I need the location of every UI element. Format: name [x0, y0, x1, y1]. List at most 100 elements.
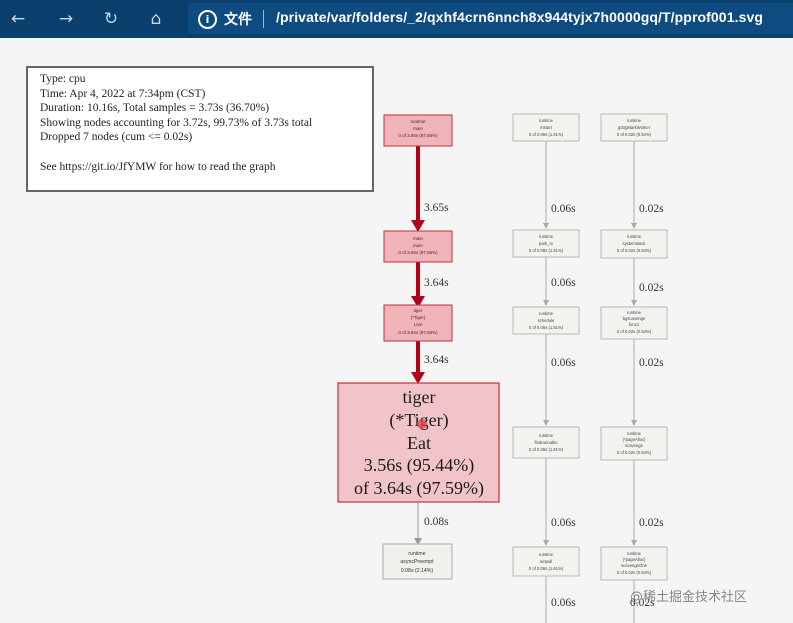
svg-text:runtime: runtime [410, 119, 426, 124]
edge-label: 3.64s [424, 354, 449, 366]
info-icon[interactable]: i [198, 10, 217, 29]
file-scheme-label: 文件 [224, 12, 252, 28]
edge-label: 0.02s [630, 597, 655, 609]
edge-label: 0.08s [424, 516, 449, 528]
edge-label: 0.06s [551, 517, 576, 529]
svg-text:tiger: tiger [414, 308, 423, 313]
node-tiger-eat[interactable]: tiger (*Tiger) Eat 3.56s (95.44%) of 3.6… [337, 382, 500, 503]
svg-text:schedule: schedule [538, 318, 555, 323]
svg-text:0 of 0.02s (0.54%): 0 of 0.02s (0.54%) [617, 248, 652, 253]
reload-icon[interactable]: ↻ [103, 9, 119, 29]
edge-label: 0.02s [639, 203, 664, 215]
svg-text:0 of 3.65s (97.86%): 0 of 3.65s (97.86%) [398, 250, 438, 255]
edge-label: 0.02s [639, 282, 664, 294]
browser-toolbar: ← → ↻ ⌂ i 文件 /private/var/folders/_2/qxh… [0, 0, 793, 38]
edge-label: 0.06s [551, 597, 576, 609]
svg-text:0 of 0.02s (0.54%): 0 of 0.02s (0.54%) [617, 450, 652, 455]
svg-text:scavenge: scavenge [625, 443, 644, 448]
edge-label: 0.06s [551, 357, 576, 369]
edge-main-tiger [411, 262, 425, 308]
edge-label: 0.02s [639, 517, 664, 529]
svg-text:0 of 0.02s (0.54%): 0 of 0.02s (0.54%) [617, 329, 652, 334]
legend-help-link[interactable]: See https://git.io/JfYMW for how to read… [40, 160, 276, 173]
svg-text:3.56s (95.44%): 3.56s (95.44%) [364, 455, 475, 476]
node-netpoll[interactable]: runtime netpoll 0 of 0.06s (1.61%) [512, 546, 580, 577]
arrow-left-icon[interactable]: ← [10, 9, 26, 29]
svg-text:bgscavenge: bgscavenge [623, 316, 646, 321]
svg-text:runtime: runtime [539, 311, 554, 316]
svg-text:runtime: runtime [539, 552, 554, 557]
arrow-right-icon[interactable]: → [58, 9, 74, 29]
legend-spacer [40, 145, 372, 160]
svg-text:tiger: tiger [403, 387, 436, 407]
edge-label: 0.02s [639, 357, 664, 369]
node-gcbgmarkworker[interactable]: runtime gcBgMarkWorker 0 of 0.02s (0.54%… [600, 113, 668, 142]
edge-live-eat [411, 341, 425, 384]
svg-text:main: main [413, 243, 423, 248]
svg-text:runtime: runtime [627, 431, 642, 436]
edge-main-main [411, 146, 425, 232]
legend-dropped: Dropped 7 nodes (cum <= 0.02s) [40, 131, 193, 144]
svg-text:runtime: runtime [627, 118, 642, 123]
svg-text:systemstack: systemstack [622, 241, 646, 246]
node-pagealloc-scavenge[interactable]: runtime (*pageAlloc) scavenge 0 of 0.02s… [600, 426, 668, 461]
svg-text:0 of 0.02s (0.54%): 0 of 0.02s (0.54%) [617, 132, 652, 137]
edge-label: 0.06s [551, 203, 576, 215]
svg-text:(*Tiger): (*Tiger) [411, 315, 426, 320]
svg-text:0 of 0.06s (1.61%): 0 of 0.06s (1.61%) [529, 248, 564, 253]
address-bar[interactable]: i 文件 /private/var/folders/_2/qxhf4crn6nn… [188, 3, 793, 34]
home-icon[interactable]: ⌂ [150, 9, 162, 29]
edge-eat-async [414, 503, 422, 545]
svg-text:(*pageAlloc): (*pageAlloc) [623, 557, 646, 562]
svg-text:0.08s (2.14%): 0.08s (2.14%) [401, 568, 434, 574]
node-findrunnable[interactable]: runtime findrunnable 0 of 0.06s (1.61%) [512, 426, 580, 459]
svg-text:mstart: mstart [540, 125, 552, 130]
cursor-pointer-icon [417, 419, 427, 429]
svg-text:runtime: runtime [627, 551, 642, 556]
node-main-main[interactable]: main main 0 of 3.65s (97.86%) [383, 230, 453, 263]
svg-text:runtime: runtime [408, 551, 425, 557]
svg-text:0 of 0.06s (1.61%): 0 of 0.06s (1.61%) [529, 132, 564, 137]
legend-time: Time: Apr 4, 2022 at 7:34pm (CST) [40, 87, 206, 100]
svg-text:func1: func1 [629, 322, 640, 327]
svg-text:runtime: runtime [539, 433, 554, 438]
address-separator [263, 10, 264, 28]
legend-duration: Duration: 10.16s, Total samples = 3.73s … [40, 102, 270, 115]
svg-text:runtime: runtime [627, 234, 642, 239]
node-mstart[interactable]: runtime mstart 0 of 0.06s (1.61%) [512, 113, 580, 142]
svg-text:runtime: runtime [539, 118, 554, 123]
node-systemstack[interactable]: runtime systemstack 0 of 0.02s (0.54%) [600, 229, 668, 259]
profile-legend: Type: cpu Time: Apr 4, 2022 at 7:34pm (C… [26, 66, 374, 192]
svg-text:main: main [413, 126, 423, 131]
url-text[interactable]: /private/var/folders/_2/qxhf4crn6nnch8x9… [276, 9, 763, 25]
svg-text:0 of 0.06s (1.61%): 0 of 0.06s (1.61%) [529, 447, 564, 452]
node-scavengeone[interactable]: runtime (*pageAlloc) scavengeOne 0 of 0.… [600, 546, 668, 581]
legend-showing: Showing nodes accounting for 3.72s, 99.7… [40, 116, 313, 129]
node-runtime-main[interactable]: runtime main 0 of 3.65s (97.86%) [383, 114, 453, 147]
svg-text:scavengeOne: scavengeOne [621, 563, 648, 568]
edge-label: 0.06s [551, 277, 576, 289]
edge-label: 3.65s [424, 202, 449, 214]
svg-text:(*pageAlloc): (*pageAlloc) [623, 437, 646, 442]
node-bgscavenge[interactable]: runtime bgscavenge func1 0 of 0.02s (0.5… [600, 306, 668, 340]
node-async-preempt[interactable]: runtime asyncPreempt 0.08s (2.14%) [382, 543, 453, 580]
node-park[interactable]: runtime park_m 0 of 0.06s (1.61%) [512, 229, 580, 258]
svg-text:0 of 3.64s (97.59%): 0 of 3.64s (97.59%) [398, 330, 438, 335]
svg-text:findrunnable: findrunnable [534, 440, 558, 445]
svg-text:0 of 0.06s (1.61%): 0 of 0.06s (1.61%) [529, 325, 564, 330]
svg-text:of 3.64s (97.59%): of 3.64s (97.59%) [354, 478, 484, 499]
svg-text:gcBgMarkWorker: gcBgMarkWorker [618, 125, 651, 130]
edge-label: 3.64s [424, 277, 449, 289]
legend-type: Type: cpu [40, 73, 86, 85]
svg-text:main: main [413, 236, 423, 241]
node-tiger-live[interactable]: tiger (*Tiger) Live 0 of 3.64s (97.59%) [383, 304, 453, 342]
svg-text:0 of 0.02s (0.54%): 0 of 0.02s (0.54%) [617, 570, 652, 575]
svg-text:0 of 0.06s (1.61%): 0 of 0.06s (1.61%) [529, 566, 564, 571]
watermark: @稀土掘金技术社区 [630, 590, 748, 605]
svg-text:asyncPreempt: asyncPreempt [400, 559, 434, 565]
node-schedule[interactable]: runtime schedule 0 of 0.06s (1.61%) [512, 306, 580, 335]
svg-text:0 of 3.65s (97.86%): 0 of 3.65s (97.86%) [398, 133, 438, 138]
svg-text:netpoll: netpoll [540, 559, 552, 564]
svg-text:runtime: runtime [539, 234, 554, 239]
